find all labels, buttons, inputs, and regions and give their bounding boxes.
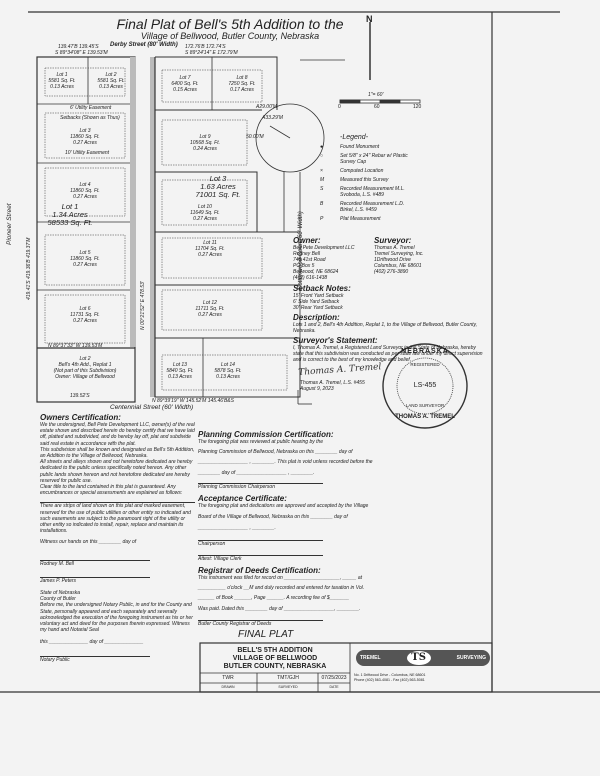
street-west: Pioneer Street (6, 203, 13, 245)
planning-certification: Planning Commission Certification: The f… (198, 430, 373, 627)
dim: N 89°37'33" W 139.53'M (48, 343, 103, 349)
legend: ●Found Monument ○Set 5/8" x 24" Rebar w/… (320, 144, 490, 222)
legend-item: ●Found Monument (320, 144, 380, 150)
street-north: Derby Street (80' Width) (110, 42, 178, 48)
legend-item: ×Computed Location (320, 168, 384, 174)
dim: N 89°39'19" W 145.52'M 145.46'B&S (152, 398, 234, 404)
dim: S 89°24'14" E 172.79'M (185, 50, 238, 56)
scale-tick: 0 (338, 104, 341, 110)
dim: 50.00'M (246, 134, 264, 140)
scale-ratio: 1"= 60' (368, 92, 384, 98)
drawn-by: TWR (222, 675, 234, 681)
cell-label: DATE (329, 685, 339, 689)
scale-tick: 120 (413, 104, 422, 110)
dim: 139.52'S (70, 393, 90, 399)
plat-date: 07/25/2023 (321, 675, 347, 681)
dim: S 89°34'08" E 139.53'M (55, 50, 108, 56)
surveyor-statement: Surveyor's Statement:I, Thomas A. Tremel… (293, 336, 483, 364)
dim: N 00°21'52" E 478.53' (140, 281, 146, 330)
plat-subtitle: Village of Bellwood, Butler County, Nebr… (140, 31, 320, 41)
north-arrow-icon: N (366, 14, 373, 24)
survey-date: August 9, 2023 (300, 386, 334, 392)
cell-label: DRAWN (221, 685, 235, 689)
dim: 172.76'B 172.74'S (185, 44, 226, 50)
scale-tick: 60 (374, 104, 380, 110)
surveyed-by: TMT/GJH (277, 675, 299, 681)
dim: A33.29'M (262, 115, 283, 121)
company-logo: TREMEL TS SURVEYING (356, 650, 490, 666)
owners-certification: Owners Certification: We the undersigned… (40, 413, 195, 663)
street-south: Centennial Street (60' Width) (110, 404, 194, 411)
final-plat-heading: FINAL PLAT (238, 629, 294, 640)
surveyor-signer: Thomas A. Tremel, L.S. #455 (300, 380, 365, 386)
easement-label: 10' Utility Easement (65, 150, 110, 156)
setbacks-label: Setbacks (Shown as Thus) (60, 115, 120, 121)
dim: 139.47'B 139.45'S (58, 44, 99, 50)
cul-de-sac (255, 103, 325, 173)
dim: A29.00'M (256, 104, 277, 110)
legend-title: -Legend- (340, 134, 369, 141)
company-contact: No. 1 Driftwood Drive - Columbus, NE 686… (354, 673, 426, 682)
legend-item: ○Set 5/8" x 24" Rebar w/ Plastic Survey … (320, 153, 408, 165)
description: Description:Lots 1 and 2, Bell's 4th Add… (293, 313, 478, 335)
plat-title: Final Plat of Bell's 5th Addition to the (116, 16, 344, 32)
cell-label: SURVEYED (278, 685, 298, 689)
easement-label: 6' Utility Easement (70, 105, 112, 111)
dim: 419.41'S 419.36'B 419.37'M (26, 237, 32, 300)
